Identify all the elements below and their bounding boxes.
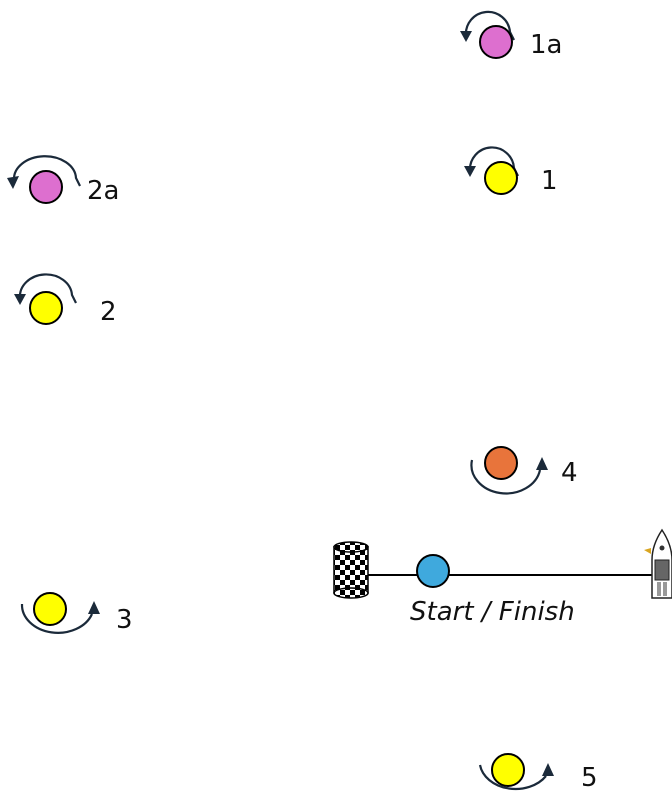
rounding-arrow-icon — [12, 155, 81, 187]
mark-2-label: 2 — [100, 297, 117, 327]
mark-3-buoy — [33, 592, 67, 626]
start-finish-label: Start / Finish — [410, 597, 575, 627]
mark-1a-buoy — [479, 25, 513, 59]
mark-3: 3 — [20, 592, 133, 635]
mark-4-buoy — [484, 446, 518, 480]
rounding-arrow-icon — [468, 146, 519, 177]
checkered-flag-buoy-icon — [333, 541, 369, 599]
mark-2-buoy — [29, 291, 63, 325]
rounding-arrow-icon — [478, 764, 547, 791]
mark-4-label: 4 — [561, 458, 578, 488]
pin-buoy — [416, 554, 450, 588]
mark-5-label: 5 — [581, 763, 598, 793]
mark-2a-label: 2a — [87, 176, 119, 206]
rounding-arrow-icon — [18, 273, 77, 304]
mark-5: 5 — [478, 753, 598, 793]
rounding-arrow-icon — [470, 459, 542, 495]
mark-2a: 2a — [7, 155, 119, 206]
mark-1-label: 1 — [541, 166, 558, 196]
start-finish-line: Start / Finish — [333, 528, 672, 627]
mark-5-buoy — [491, 753, 525, 787]
rounding-arrow-icon — [464, 10, 515, 41]
mark-3-label: 3 — [116, 605, 133, 635]
committee-boat-icon — [644, 528, 672, 599]
mark-2: 2 — [14, 273, 117, 327]
mark-1a-label: 1a — [530, 30, 562, 60]
mark-1-buoy — [484, 161, 518, 195]
mark-1a: 1a — [460, 10, 562, 60]
mark-2a-buoy — [29, 170, 63, 204]
mark-4: 4 — [470, 446, 578, 495]
rounding-arrow-icon — [20, 603, 94, 634]
mark-1: 1 — [464, 146, 558, 196]
